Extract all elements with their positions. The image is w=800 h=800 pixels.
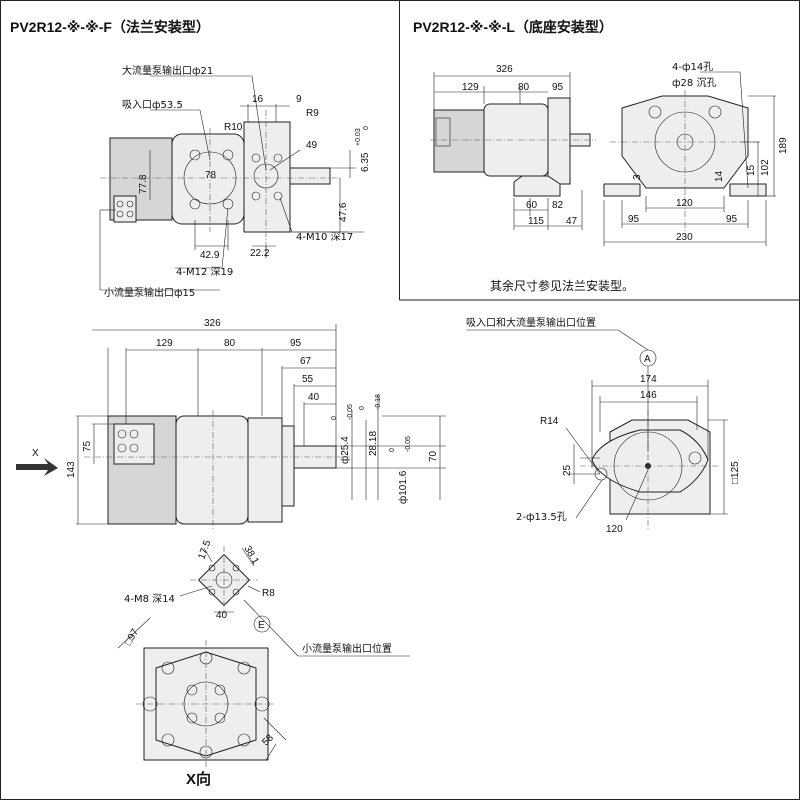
base-d326: 326 (496, 64, 513, 75)
front-d25: 25 (562, 464, 573, 476)
x-d38-1: 38.1 (241, 544, 260, 567)
x-outlet-label: 小流量泵输出口位置 (302, 642, 392, 655)
front-view: 吸入口和大流量泵输出口位置 A 174 146 R14 25 2-ф13.5孔 … (466, 316, 741, 535)
side-d25-4: ф25.4 (339, 436, 351, 464)
x-view-title: X向 (186, 770, 211, 788)
d47-6-dim: 47.6 (338, 202, 349, 222)
large-outlet-label: 大流量泵输出口ф21 (122, 64, 213, 77)
suction-label: 吸入口ф53.5 (122, 100, 183, 111)
front-label-top: 吸入口和大流量泵输出口位置 (466, 316, 596, 329)
side-d80: 80 (224, 338, 236, 349)
marker-e: E (258, 620, 265, 631)
m10-label: 4-M10 深17 (296, 231, 353, 243)
side-d143: 143 (66, 461, 77, 478)
base-d95a: 95 (628, 214, 640, 225)
base-foot-side (513, 175, 561, 197)
base-d129: 129 (462, 82, 479, 93)
d6-35-tol-up: +0.03 (355, 128, 362, 146)
side-view: X 326 129 80 95 67 55 40 143 75 70 ф25.4… (16, 318, 446, 530)
small-outlet-label: 小流量泵输出口ф15 (104, 286, 195, 299)
side-d326: 326 (204, 318, 221, 329)
base-d95b: 95 (726, 214, 738, 225)
side-d101-6-tol-dn: -0.05 (405, 436, 412, 452)
base-holes-label: 4-ф14孔 (672, 61, 713, 73)
front-sq125: □125 (730, 461, 741, 484)
base-d82: 82 (552, 200, 564, 211)
m12-label: 4-M12 深19 (176, 266, 233, 278)
base-mount-view: 326 129 80 95 60 82 115 47 120 95 95 230… (430, 61, 789, 246)
side-d101-6: ф101.6 (397, 470, 409, 504)
d16-dim: 16 (252, 94, 264, 105)
front-r14: R14 (540, 416, 559, 427)
side-d25-4-tol-dn: -0.05 (347, 404, 354, 420)
base-counterbore-label: ф28 沉孔 (672, 76, 716, 89)
r10-dim: R10 (224, 122, 243, 133)
x-mark: X (32, 448, 39, 459)
side-d75: 75 (82, 440, 93, 452)
r9-dim: R9 (306, 108, 319, 119)
front-hole-right (688, 451, 702, 465)
side-d28-18-tol-dn: -0.18 (375, 394, 382, 410)
front-flange-outline (591, 429, 709, 493)
d42-9-dim: 42.9 (200, 250, 220, 261)
x-arrow-icon (16, 458, 58, 476)
x-r8: R8 (262, 588, 275, 599)
flange-plate (243, 121, 291, 233)
marker-a: A (644, 354, 651, 365)
base-d95: 95 (552, 82, 564, 93)
flange-shaft (289, 167, 331, 185)
front-d120: 120 (606, 524, 623, 535)
d49-dim: 49 (306, 140, 318, 151)
side-d28-18: 28.18 (368, 431, 379, 456)
side-d25-4-tol-up: 0 (331, 416, 338, 420)
base-d115: 115 (528, 216, 544, 227)
side-d101-6-tol-up: 0 (389, 448, 396, 452)
base-d60: 60 (526, 200, 538, 211)
base-d3: 3 (632, 174, 643, 180)
base-d47: 47 (566, 216, 578, 227)
base-d14: 14 (714, 170, 725, 182)
d77-8-dim: 77.8 (138, 174, 149, 194)
flange-mount-view: 大流量泵输出口ф21 吸入口ф53.5 R10 16 9 R9 49 78 77… (99, 64, 371, 299)
d78-dim: 78 (205, 170, 217, 181)
x-d17-5: 17.5 (196, 539, 213, 561)
base-d15: 15 (746, 164, 757, 176)
base-rear-cover (433, 109, 485, 173)
side-d28-18-tol-up: 0 (359, 406, 366, 410)
side-d95: 95 (290, 338, 302, 349)
x-sq97: □97 (123, 627, 141, 648)
flange-small-port-block (113, 195, 137, 223)
x-m8: 4-M8 深14 (124, 593, 175, 605)
front-d146: 146 (640, 390, 657, 401)
d22-2-dim: 22.2 (250, 248, 270, 259)
side-d129: 129 (156, 338, 173, 349)
front-d174: 174 (640, 374, 657, 385)
side-d55: 55 (302, 374, 314, 385)
base-d230: 230 (676, 232, 693, 243)
side-d67: 67 (300, 356, 312, 367)
base-d120: 120 (676, 198, 693, 209)
flange-title: PV2R12-※-※-F（法兰安装型） (10, 19, 210, 35)
base-title: PV2R12-※-※-L（底座安装型） (413, 19, 613, 35)
side-front-body (247, 417, 283, 523)
base-d102: 102 (760, 159, 771, 176)
d9-dim: 9 (296, 94, 302, 105)
side-flange (281, 425, 295, 507)
d6-35-dim: 6.35 (360, 152, 371, 172)
x-d40: 40 (216, 610, 228, 621)
base-flange (547, 97, 571, 185)
d6-35-tol-dn: 0 (363, 126, 370, 130)
base-d189: 189 (778, 137, 789, 154)
base-foot-left (603, 183, 641, 197)
side-d40: 40 (308, 392, 320, 403)
marker-e-circle (253, 615, 271, 633)
side-d70: 70 (428, 450, 439, 462)
base-d80: 80 (518, 82, 530, 93)
x-view: 17.5 38.1 R8 4-M8 深14 40 □97 58 E 小流量泵输出… (117, 539, 410, 788)
front-holes: 2-ф13.5孔 (516, 511, 567, 523)
side-suction-body (175, 415, 249, 525)
base-note: 其余尺寸参见法兰安装型。 (490, 278, 634, 293)
